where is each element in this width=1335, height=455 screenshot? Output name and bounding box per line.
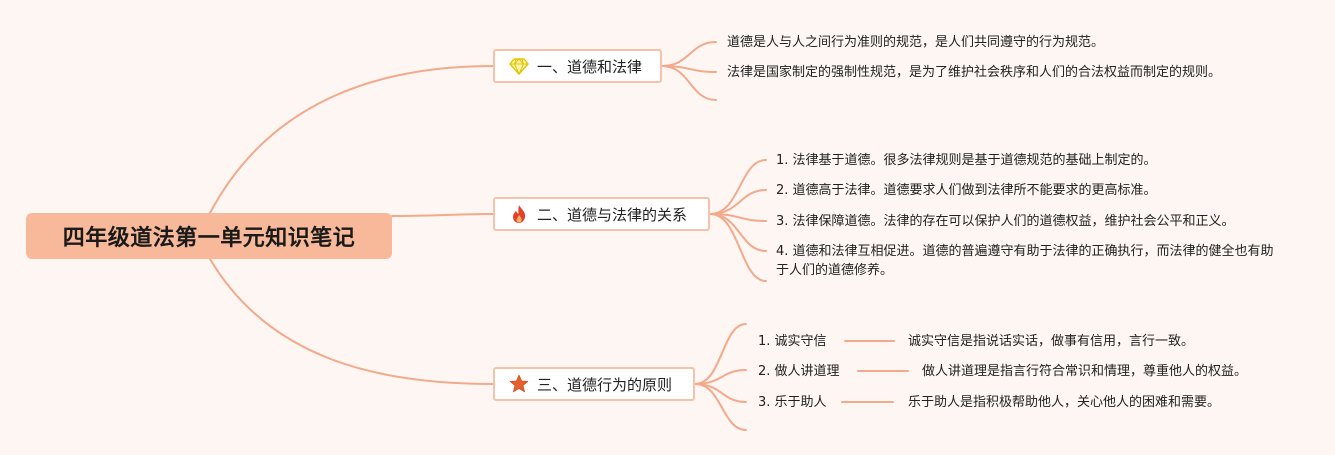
principle-term-helpful: 3. 乐于助人 [758, 395, 827, 410]
branch-1-item-1: 道德是人与人之间行为准则的规范，是人们共同遵守的行为规范。 [727, 35, 1105, 50]
root-to-branch-1-connector [209, 65, 494, 214]
principle-desc-honesty: 诚实守信是指说话实话，做事有信用，言行一致。 [908, 334, 1195, 349]
root-to-branch-3-connector [209, 258, 494, 385]
branch-2-item-4: 4. 道德和法律互相促进。道德的普遍遵守有助于法律的正确执行，而法律的健全也有助… [776, 244, 1274, 278]
branch-node-principles[interactable]: 三、道德行为的原则 [493, 367, 695, 401]
root-title: 四年级道法第一单元知识笔记 [62, 226, 356, 251]
branch-label: 二、道德与法律的关系 [537, 205, 688, 224]
branch-2-fan-connector [709, 189, 767, 215]
branch-1-item-2: 法律是国家制定的强制性规范，是为了维护社会秩序和人们的合法权益而制定的规则。 [727, 65, 1222, 80]
branch-1-fan-connector [661, 41, 717, 67]
mindmap-root-node[interactable]: 四年级道法第一单元知识笔记 [26, 213, 392, 259]
branch-2-item-1: 1. 法律基于道德。很多法律规则是基于道德规范的基础上制定的。 [776, 153, 1157, 168]
branch-node-relationship[interactable]: 二、道德与法律的关系 [493, 197, 710, 231]
branch-2-fan-connector [709, 159, 767, 215]
branch-label: 三、道德行为的原则 [537, 375, 673, 394]
branch-3-fan-connector [694, 323, 747, 385]
gem-icon [509, 56, 529, 76]
principle-term-reason: 2. 做人讲道理 [758, 364, 840, 379]
branch-2-item-2: 2. 道德高于法律。道德要求人们做到法律所不能要求的更高标准。 [776, 183, 1157, 198]
root-to-branch-2-connector [391, 213, 494, 217]
branch-3-fan-connector [694, 383, 747, 431]
principle-desc-reason: 做人讲道理是指言行符合常识和情理，尊重他人的权益。 [922, 364, 1248, 379]
branch-node-morality-and-law[interactable]: 一、道德和法律 [493, 49, 662, 83]
branch-3-fan-connector [694, 383, 747, 403]
branch-2-item-3: 3. 法律保障道德。法律的存在可以保护人们的道德权益，维护社会公平和正义。 [776, 214, 1235, 229]
principle-desc-helpful: 乐于助人是指积极帮助他人，关心他人的困难和需要。 [908, 395, 1221, 410]
branch-label: 一、道德和法律 [537, 57, 643, 76]
principle-term-honesty: 1. 诚实守信 [758, 334, 827, 349]
fire-icon [509, 204, 529, 224]
branch-2-fan-connector [709, 213, 767, 282]
branch-1-fan-connector [661, 65, 717, 101]
star-icon [509, 374, 529, 394]
